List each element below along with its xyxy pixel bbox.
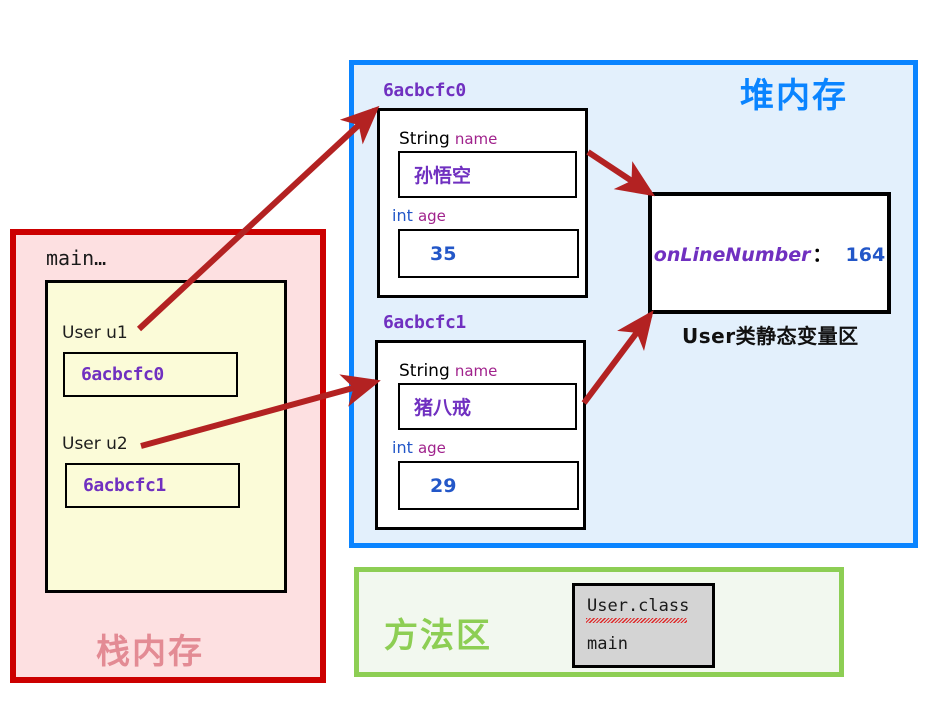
field-declaration-0-0: String name [399,129,497,149]
field-name-label: name [454,130,498,148]
variable-value-u2: 6acbcfc1 [83,475,166,496]
field-value-box-1-0[interactable]: 猪八戒 [398,383,577,430]
stack-frame-label: main… [46,246,107,270]
field-value-1-1: 29 [430,474,457,497]
variable-declaration-u2: User u2 [62,434,128,454]
heap-memory-title: 堆内存 [740,76,848,116]
variable-value-u1: 6acbcfc0 [81,364,164,385]
field-declaration-0-1: int age [392,206,446,225]
field-value-0-0: 孙悟空 [414,165,472,187]
field-type-label: String [399,129,450,149]
field-value-0-1: 35 [430,242,457,265]
field-value-box-0-1[interactable]: 35 [398,229,579,278]
static-variable-name: onLineNumber [653,243,811,266]
static-variable-area-caption: User类静态变量区 [682,324,859,348]
heap-object-address-0: 6acbcfc0 [383,80,466,101]
class-file-name: User.class [587,596,690,616]
static-variable-area-box: onLineNumber： 164 [648,192,891,314]
variable-declaration-u1: User u1 [62,323,128,343]
method-area-title: 方法区 [384,616,492,656]
class-file-box: User.class main [572,583,715,668]
variable-value-box-u1[interactable]: 6acbcfc0 [63,352,238,397]
field-name-label: age [417,439,446,457]
field-type-label: int [392,438,413,457]
class-member-name: main [587,634,628,654]
field-value-box-0-0[interactable]: 孙悟空 [398,151,577,198]
field-value-box-1-1[interactable]: 29 [398,461,579,510]
field-declaration-1-1: int age [392,438,446,457]
static-separator: ： [812,243,832,266]
heap-object-1: String name 猪八戒 int age 29 [375,340,586,530]
heap-object-0: String name 孙悟空 int age 35 [377,108,588,298]
field-name-label: age [417,207,446,225]
static-variable-value: 164 [845,243,886,266]
spellcheck-squiggle-icon [586,618,687,623]
heap-object-address-1: 6acbcfc1 [383,312,466,333]
field-declaration-1-0: String name [399,361,497,381]
field-type-label: String [399,361,450,381]
stack-memory-title: 栈内存 [96,632,204,672]
field-value-1-0: 猪八戒 [414,397,472,419]
variable-value-box-u2[interactable]: 6acbcfc1 [65,463,240,508]
field-name-label: name [454,362,498,380]
field-type-label: int [392,206,413,225]
